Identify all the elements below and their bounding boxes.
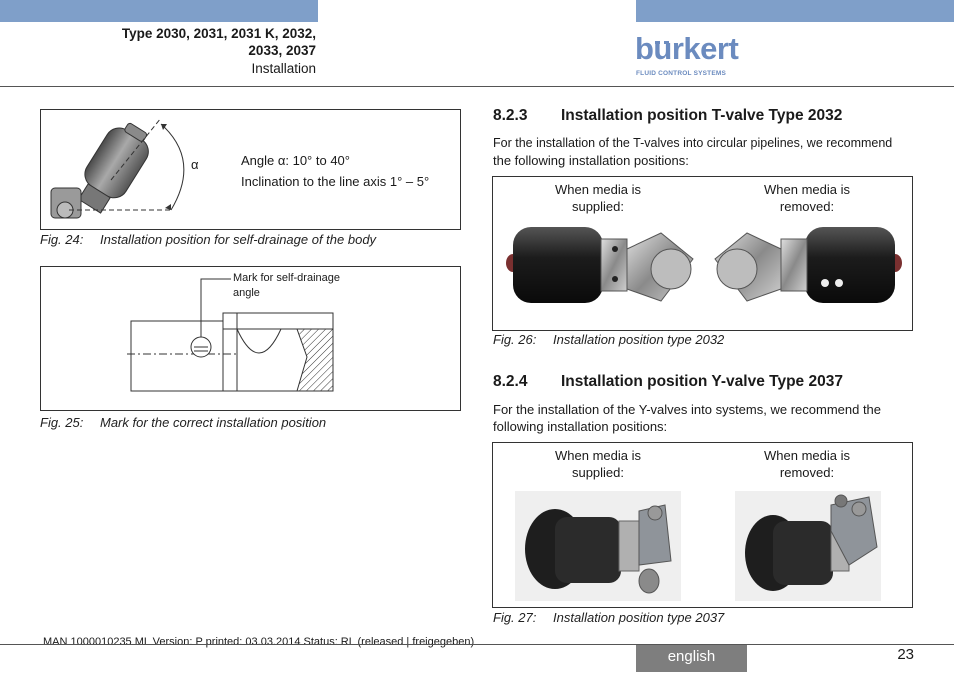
col-supplied-heading: When media is supplied: xyxy=(533,447,663,481)
paragraph-line: following installation positions: xyxy=(493,419,668,434)
header-divider xyxy=(0,86,954,87)
heading-line: supplied: xyxy=(571,465,625,480)
inclination-text: Inclination to the line axis 1° – 5° xyxy=(241,174,430,189)
caption-text: Installation position type 2037 xyxy=(553,610,725,625)
heading-line: When media is xyxy=(764,448,850,463)
section-8-2-3-paragraph: For the installation of the T-valves int… xyxy=(493,135,923,169)
language-badge: english xyxy=(636,645,747,672)
section-number: 8.2.3 xyxy=(493,107,528,124)
caption-number: Fig. 24: xyxy=(40,232,84,247)
y-valve-supplied-image xyxy=(515,491,681,601)
heading-line: removed: xyxy=(779,465,835,480)
section-8-2-4-paragraph: For the installation of the Y-valves int… xyxy=(493,401,923,435)
caption-text: Mark for the correct installation positi… xyxy=(100,415,327,430)
caption-number: Fig. 25: xyxy=(40,415,84,430)
valve-angle-illustration xyxy=(50,117,185,219)
figure-26-box: When media is supplied: When media is re… xyxy=(492,176,913,331)
section-title: Installation position Y-valve Type 2037 xyxy=(561,373,843,390)
logo-tagline: FLUID CONTROL SYSTEMS xyxy=(636,70,727,77)
section-number: 8.2.4 xyxy=(493,373,528,390)
title-line-2: 2033, 2037 xyxy=(248,43,316,58)
mark-label-line-2: angle xyxy=(233,287,260,299)
heading-line: When media is xyxy=(555,448,641,463)
logo-umlaut-dot xyxy=(655,41,660,44)
section-8-2-3-heading: 8.2.3 Installation position T-valve Type … xyxy=(493,107,842,125)
page-number: 23 xyxy=(897,646,914,663)
paragraph-line: For the installation of the T-valves int… xyxy=(493,136,893,150)
caption-text: Installation position for self-drainage … xyxy=(100,232,377,247)
header-band-left xyxy=(0,0,318,22)
paragraph-line: For the installation of the Y-valves int… xyxy=(493,402,882,417)
t-valve-supplied-image xyxy=(506,227,694,303)
header-band-right xyxy=(636,0,954,22)
figure-26-caption: Fig. 26: Installation position type 2032 xyxy=(493,332,724,347)
figure-25-caption: Fig. 25: Mark for the correct installatio… xyxy=(40,415,326,430)
logo-wordmark: burkert xyxy=(635,31,739,66)
caption-number: Fig. 27: xyxy=(493,610,537,625)
y-valve-removed-image xyxy=(735,491,881,601)
caption-number: Fig. 26: xyxy=(493,332,537,347)
burkert-logo: burkert FLUID CONTROL SYSTEMS xyxy=(635,31,739,79)
t-valve-removed-image xyxy=(714,227,902,303)
figure-25-box: Mark for self-drainage angle xyxy=(40,266,461,411)
drainage-mark-drawing xyxy=(127,278,334,392)
footer-divider xyxy=(0,644,954,645)
section-title: Installation position T-valve Type 2032 xyxy=(561,107,843,124)
mark-label-line-1: Mark for self-drainage xyxy=(233,272,340,284)
figure-27-box: When media is supplied: When media is re… xyxy=(492,442,913,608)
section-name: Installation xyxy=(251,61,316,76)
logo-umlaut-dot xyxy=(664,41,669,44)
heading-line: supplied: xyxy=(571,199,625,214)
caption-text: Installation position type 2032 xyxy=(553,332,725,347)
col-supplied-heading: When media is supplied: xyxy=(533,181,663,215)
figure-24-caption: Fig. 24: Installation position for self-d… xyxy=(40,232,376,247)
alpha-symbol: α xyxy=(191,157,199,172)
document-title: Type 2030, 2031, 2031 K, 2032, 2033, 203… xyxy=(16,25,316,59)
col-removed-heading: When media is removed: xyxy=(742,181,872,215)
figure-24-box: α Angle α: 10° to 40° Inclination to the… xyxy=(40,109,461,230)
section-8-2-4-heading: 8.2.4 Installation position Y-valve Type … xyxy=(493,373,843,391)
figure-27-caption: Fig. 27: Installation position type 2037 xyxy=(493,610,724,625)
heading-line: When media is xyxy=(764,182,850,197)
heading-line: When media is xyxy=(555,182,641,197)
angle-text: Angle α: 10° to 40° xyxy=(241,153,350,168)
col-removed-heading: When media is removed: xyxy=(742,447,872,481)
title-line-1: Type 2030, 2031, 2031 K, 2032, xyxy=(121,26,316,41)
heading-line: removed: xyxy=(779,199,835,214)
paragraph-line: the following installation positions: xyxy=(493,153,689,168)
document-info: MAN 1000010235 ML Version: P printed: 03… xyxy=(43,636,475,648)
